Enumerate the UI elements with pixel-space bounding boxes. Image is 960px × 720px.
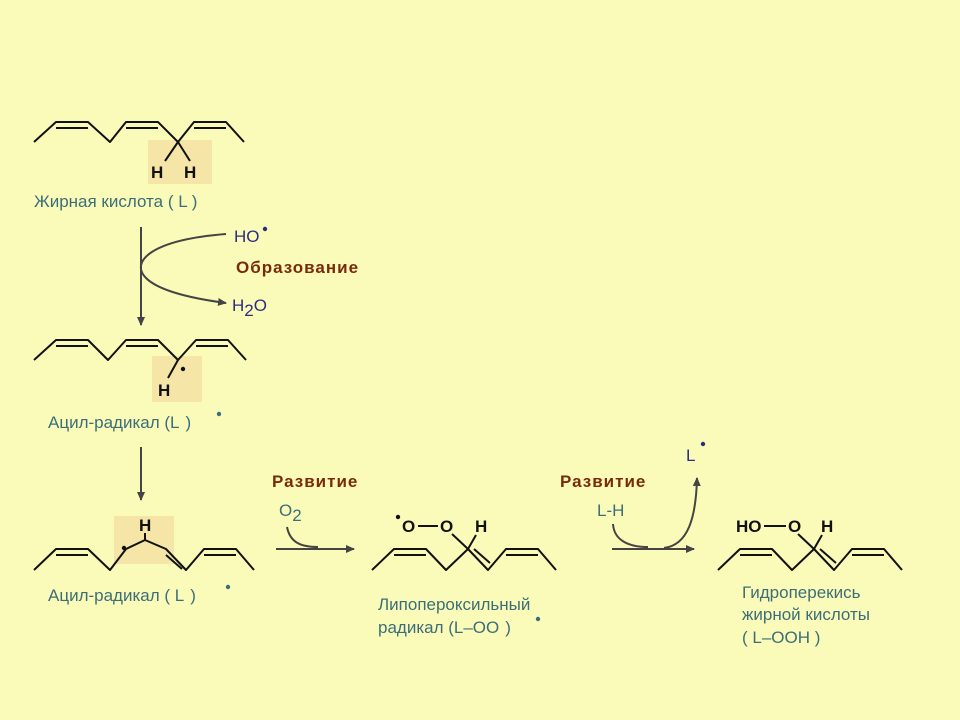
hydroperoxide-label-line1: Гидроперекись: [742, 583, 861, 602]
radical-dot: [262, 226, 268, 232]
acyl-radical-close: ): [190, 586, 196, 605]
c-h-bond: [177, 141, 191, 162]
oxygen-addition-curve: [286, 526, 319, 548]
initiation-label: Образование: [236, 258, 359, 277]
lipoperoxyl-label-line2: радикал (L–OO): [378, 618, 511, 637]
double-bond: [473, 548, 491, 564]
acyl-radical-text: Ацил-радикал (L: [48, 413, 180, 432]
hydroxyl-radical: HO: [234, 227, 260, 246]
acyl-radical-text: Ацил-радикал ( L: [48, 586, 184, 605]
hydrogen-atom: H: [158, 381, 170, 400]
hydroperoxide-label-line2: жирной кислоты: [742, 605, 870, 624]
lipoperoxyl-label-line1: Липопероксильный: [378, 595, 530, 614]
radical-dot: [700, 441, 706, 447]
water-h: H: [232, 296, 244, 315]
hydrogen-atom: H: [821, 517, 833, 536]
oxygen-atom: O: [788, 517, 801, 536]
c-h-bond: [167, 359, 179, 379]
radical-dot: [121, 545, 127, 551]
water-o: O: [254, 296, 267, 315]
bisallylic-highlight: [148, 140, 212, 184]
double-bond: [165, 554, 183, 570]
radical-dot: [216, 411, 222, 417]
hydroperoxide-label-line3: ( L–OOH ): [742, 628, 820, 647]
hydrogen-atom: H: [151, 163, 163, 182]
lipoperoxyl-text: радикал (L–OO: [378, 618, 499, 637]
water-label: H2O: [232, 296, 267, 320]
lh-reagent: L-H: [597, 501, 624, 520]
oxygen-atom: O: [402, 517, 415, 536]
hydroperoxide-molecule: HO O H: [717, 517, 903, 571]
acyl-radical-label-1: Ацил-радикал (L): [48, 413, 191, 432]
radical-dot: [395, 514, 401, 520]
hydroperoxide-chain: [717, 548, 903, 571]
acyl-radical-close: ): [186, 413, 192, 432]
propagation-label-1: Развитие: [272, 472, 358, 491]
radical-dot: [180, 366, 186, 372]
water-sub: 2: [244, 301, 253, 320]
c-h-bond: [467, 534, 477, 550]
acyl-radical-molecule-2: H: [33, 516, 255, 571]
lipoperoxyl-close: ): [505, 618, 511, 637]
radical-dot: [535, 616, 541, 622]
acyl-radical-label-2: Ацил-радикал ( L): [48, 586, 196, 605]
hydroxyl-group: HO: [736, 517, 762, 536]
acyl-radical-chain: [33, 339, 247, 361]
fatty-acid-chain: [33, 121, 245, 143]
propagation-label-2: Развитие: [560, 472, 646, 491]
c-o-bond: [797, 533, 815, 550]
l-radical-product: L: [686, 446, 695, 465]
lipoperoxyl-radical-molecule: O O H: [371, 514, 557, 571]
oxygen-reagent: O2: [279, 501, 302, 525]
hydrogen-atom: H: [475, 517, 487, 536]
oxygen-o: O: [279, 501, 292, 520]
acyl-radical-molecule-1: H: [33, 339, 247, 402]
l-radical-release-curve: [663, 477, 701, 549]
c-o-bond: [451, 533, 469, 550]
c-h-bond: [164, 141, 179, 162]
hydrogen-atom: H: [184, 163, 196, 182]
c-h-bond: [813, 534, 823, 550]
oxygen-sub: 2: [292, 506, 301, 525]
fatty-acid-molecule: H H: [33, 121, 245, 184]
oxygen-atom: O: [440, 517, 453, 536]
lipoperoxyl-chain: [371, 548, 557, 571]
lh-consumption-curve: [612, 523, 649, 548]
hydrogen-abstraction-curve: [140, 233, 227, 306]
hydrogen-atom: H: [139, 516, 151, 535]
radical-dot: [225, 584, 231, 590]
fatty-acid-label: Жирная кислота ( L ): [34, 192, 197, 211]
double-bond: [819, 548, 837, 564]
